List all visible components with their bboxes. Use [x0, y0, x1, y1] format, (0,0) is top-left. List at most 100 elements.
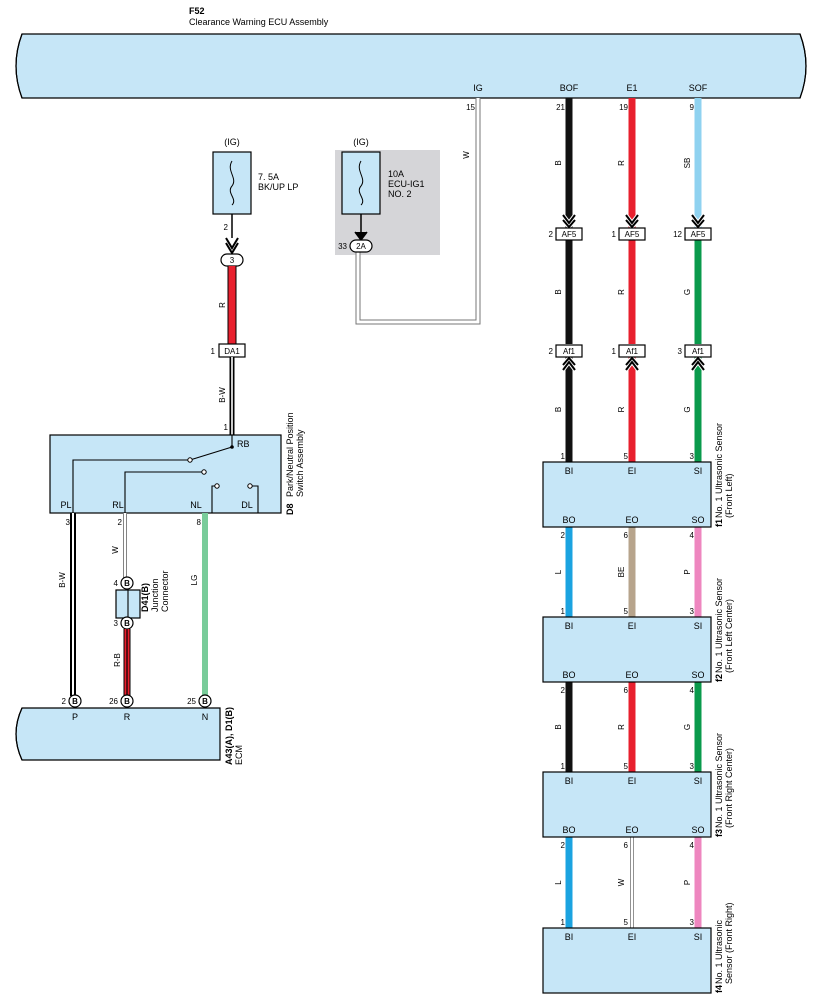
- wire-color-label: B-W: [58, 572, 67, 588]
- wire-color-label: G: [683, 724, 692, 730]
- sensor-pin: 3: [690, 918, 695, 927]
- wire-color-label: B-W: [218, 387, 227, 403]
- sensor-name: No. 1 Ultrasonic Sensor: [714, 423, 724, 518]
- sensor-terminal: EI: [628, 621, 637, 631]
- sensor-pin: 4: [690, 531, 695, 540]
- sensor-terminal: EO: [625, 515, 638, 525]
- wire-color-label: B: [554, 407, 563, 412]
- d8-contact-icon: [201, 469, 207, 475]
- d8-terminal: DL: [241, 500, 253, 510]
- connector-label: AF5: [562, 230, 577, 239]
- d8-contact-icon: [214, 483, 220, 489]
- d8-code: D8: [285, 503, 295, 515]
- wire-color-label: R: [617, 724, 626, 730]
- d8-pivot-icon: [230, 445, 234, 449]
- wire-color-label: R: [617, 160, 626, 166]
- connector-pin: 1: [612, 347, 617, 356]
- sensor-pin: 5: [624, 607, 629, 616]
- sensor-name: No. 1 Ultrasonic Sensor: [714, 578, 724, 673]
- sensor-name2: (Front Left Center): [724, 599, 734, 673]
- ecm-pin: 25: [187, 697, 196, 706]
- connector-chevron-icon: [562, 214, 576, 229]
- fuse1-arrow-icon: [225, 237, 239, 255]
- sensor-box-f1: [542, 461, 712, 528]
- d41-side-label: D41(B) Junction Connector: [140, 570, 170, 612]
- d41-name: Junction: [150, 578, 160, 612]
- sensor-pin: 6: [624, 531, 629, 540]
- d41-top-conn-icon: [120, 576, 134, 590]
- f52-pin-number: 19: [619, 103, 628, 112]
- inline-connector: [555, 227, 583, 241]
- sensor-pin: 2: [561, 841, 566, 850]
- wire-color-label: BE: [617, 567, 626, 578]
- fuse1-symbol-icon: [229, 160, 235, 206]
- sensor-pin: 5: [624, 762, 629, 771]
- f52-pin-number: 9: [690, 103, 695, 112]
- ecm-box: [15, 707, 221, 761]
- wire-color-label: R: [617, 406, 626, 412]
- f52-pin-name: BOF: [560, 83, 579, 93]
- d41-pin-top: 4: [114, 579, 119, 588]
- sensor-terminal: EI: [628, 776, 637, 786]
- d8-pin: 2: [118, 518, 123, 527]
- sensor-code: f3: [714, 829, 724, 837]
- inline-connector: [684, 344, 712, 358]
- wire-color-label: P: [683, 880, 692, 885]
- sensor-terminal: BI: [565, 621, 574, 631]
- sensor-terminal: EO: [625, 825, 638, 835]
- sensor-name: No. 1 Ultrasonic: [714, 919, 724, 984]
- d8-pin: 8: [197, 518, 202, 527]
- sensor-terminal: SI: [694, 621, 703, 631]
- inline-connector: [684, 227, 712, 241]
- wire-color-label: G: [683, 289, 692, 295]
- sensor-box-f2: [542, 616, 712, 683]
- wire-color-label: P: [683, 569, 692, 574]
- sensor-pin: 3: [690, 607, 695, 616]
- sensor-pin: 5: [624, 918, 629, 927]
- ecm-pin: 2: [62, 697, 67, 706]
- ecm-conn-icon: [120, 694, 134, 708]
- inline-connector: [618, 344, 646, 358]
- sensor-box-f3: [542, 771, 712, 838]
- fuse2-connector: 2A: [356, 242, 366, 251]
- connector-pin: 2: [549, 347, 554, 356]
- sensor-code: f2: [714, 674, 724, 682]
- wire-color-label: R: [617, 289, 626, 295]
- sensor-terminal: SI: [694, 932, 703, 942]
- sensor-terminal: BO: [562, 515, 575, 525]
- wire-color-label: L: [554, 569, 563, 574]
- wire-color-label: G: [683, 406, 692, 412]
- f52-pin-number: 15: [466, 103, 475, 112]
- ecm-conn-icon: [198, 694, 212, 708]
- fuse2-name2: NO. 2: [388, 189, 412, 199]
- sensor-terminal: SO: [691, 670, 704, 680]
- fuse2-connector-oval: [349, 239, 373, 253]
- sensor-terminal: BI: [565, 466, 574, 476]
- f52-pin-name: IG: [473, 83, 483, 93]
- wire-color-label: R: [218, 302, 227, 308]
- d8-side-label: D8 Park/Neutral Position Switch Assembly: [285, 412, 305, 515]
- connector-chevron-icon: [625, 214, 639, 229]
- ecm-name: ECM: [234, 745, 244, 765]
- sensor-pin: 2: [561, 686, 566, 695]
- sensor-name2: (Front Left): [724, 473, 734, 518]
- wire-color-label: W: [111, 546, 120, 554]
- inline-connector: [555, 344, 583, 358]
- connector-chevron-icon: [625, 356, 639, 371]
- fuse2-name: ECU-IG1: [388, 179, 425, 189]
- connector-chevron-icon: [691, 214, 705, 229]
- d41-pin-bottom: 3: [114, 619, 119, 628]
- wire-color-label: B: [554, 724, 563, 729]
- sensor-pin: 4: [690, 841, 695, 850]
- ecm-conn: B: [202, 697, 208, 706]
- wire-color-label: LG: [190, 575, 199, 586]
- ecm-code: A43(A), D1(B): [224, 707, 234, 765]
- f52-ecu-box: [15, 33, 807, 99]
- ecm-pin-name: N: [202, 712, 209, 722]
- d8-pin: 3: [66, 518, 71, 527]
- ecm-pin-name: R: [124, 712, 131, 722]
- ecm-conn-icon: [68, 694, 82, 708]
- d8-contact-icon: [187, 457, 193, 463]
